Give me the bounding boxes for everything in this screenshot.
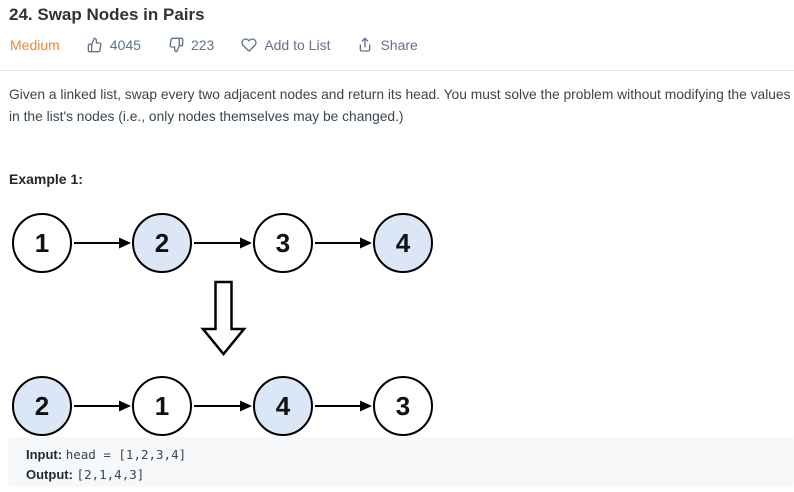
linked-list-diagram: 1 2 3 4 2 1 4 3: [0, 200, 450, 440]
dislike-count: 223: [190, 37, 215, 53]
add-to-list-label: Add to List: [264, 37, 331, 53]
page-title: 24. Swap Nodes in Pairs: [9, 5, 205, 24]
like-button[interactable]: 4045: [87, 37, 141, 53]
example-output-line: Output: [2,1,4,3]: [26, 465, 794, 485]
heart-icon: [241, 38, 257, 52]
example-input-line: Input: head = [1,2,3,4]: [26, 445, 794, 465]
list-node-before-2: 2: [132, 213, 192, 273]
difficulty-badge: Medium: [10, 37, 60, 53]
problem-meta-row: Medium 4045 223 Add to List Share: [10, 37, 418, 53]
like-count: 4045: [109, 37, 141, 53]
diagram-arrows: [74, 237, 372, 412]
output-value: [2,1,4,3]: [76, 466, 145, 482]
example-1-label: Example 1:: [9, 171, 83, 187]
list-node-before-4: 4: [373, 213, 433, 273]
list-node-before-3: 3: [253, 213, 313, 273]
header-divider: [0, 70, 794, 71]
list-node-before-1: 1: [12, 213, 72, 273]
add-to-list-button[interactable]: Add to List: [241, 37, 330, 53]
output-label: Output:: [26, 466, 73, 482]
input-value: head = [1,2,3,4]: [65, 447, 187, 462]
share-icon: [360, 37, 371, 52]
thumbs-down-icon: [169, 37, 184, 53]
list-node-after-3: 4: [253, 376, 313, 436]
share-label: Share: [380, 37, 418, 53]
dislike-button[interactable]: 223: [168, 37, 214, 53]
share-button[interactable]: Share: [357, 37, 418, 53]
example-io-block: Input: head = [1,2,3,4] Output: [2,1,4,3…: [8, 437, 794, 487]
list-node-after-1: 2: [12, 376, 72, 436]
problem-description: Given a linked list, swap every two adja…: [9, 87, 791, 124]
list-node-after-4: 3: [373, 376, 433, 436]
list-node-after-2: 1: [132, 376, 192, 436]
transform-down-arrow: [200, 280, 247, 356]
thumbs-up-icon: [87, 37, 102, 53]
input-label: Input:: [26, 447, 63, 462]
